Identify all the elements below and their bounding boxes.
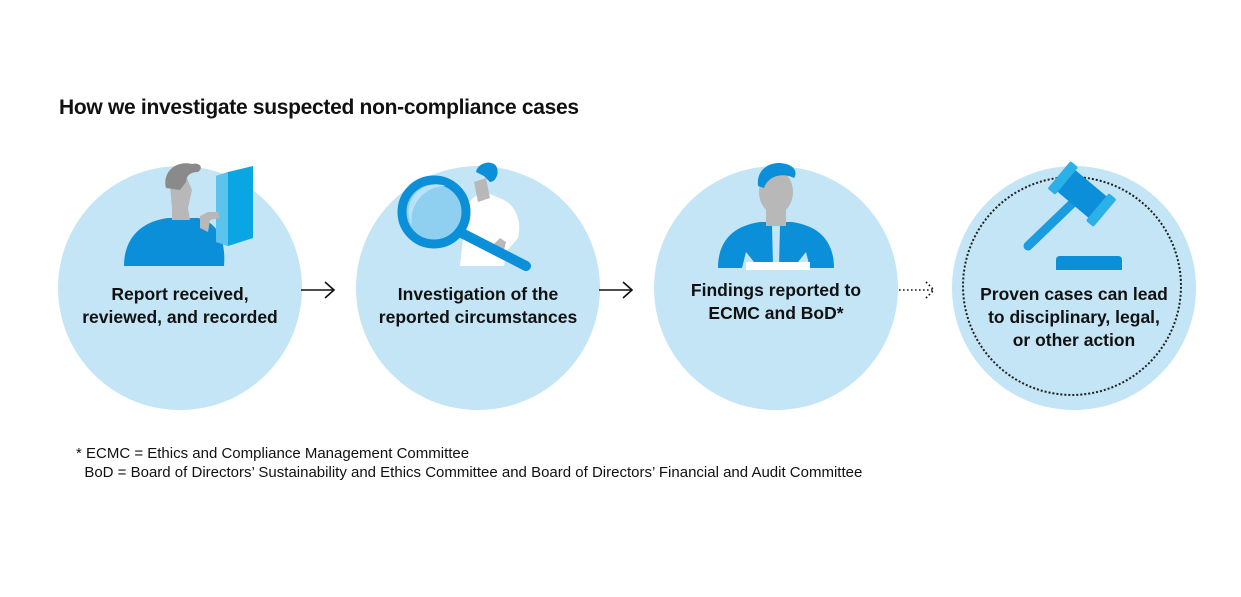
person-reading-document-icon bbox=[124, 163, 253, 266]
footnote-ecmc: * ECMC = Ethics and Compliance Managemen… bbox=[76, 445, 470, 462]
arrow-right-icon bbox=[599, 281, 634, 299]
dotted-arrow-right-icon bbox=[899, 281, 935, 299]
step-findings-reported: Findings reported to ECMC and BoD* bbox=[654, 162, 898, 410]
diagram-title: How we investigate suspected non-complia… bbox=[59, 96, 579, 119]
footnotes: * ECMC = Ethics and Compliance Managemen… bbox=[76, 444, 862, 482]
step-label: Findings reported to ECMC and BoD* bbox=[690, 280, 862, 323]
step-label: Report received, reviewed, and recorded bbox=[82, 284, 278, 327]
step-report-received: Report received, reviewed, and recorded bbox=[58, 163, 302, 410]
footnote-bod: BoD = Board of Directors’ Sustainability… bbox=[76, 464, 863, 481]
step-label: Proven cases can lead to disciplinary, l… bbox=[980, 284, 1168, 350]
arrow-right-icon bbox=[301, 281, 336, 299]
gavel-icon bbox=[1023, 161, 1122, 270]
step-action: Proven cases can lead to disciplinary, l… bbox=[952, 161, 1196, 410]
step-label: Investigation of the reported circumstan… bbox=[378, 284, 578, 327]
person-presenting-icon bbox=[718, 162, 834, 270]
step-investigation: Investigation of the reported circumstan… bbox=[356, 162, 600, 410]
person-magnifying-glass-icon bbox=[397, 162, 531, 271]
